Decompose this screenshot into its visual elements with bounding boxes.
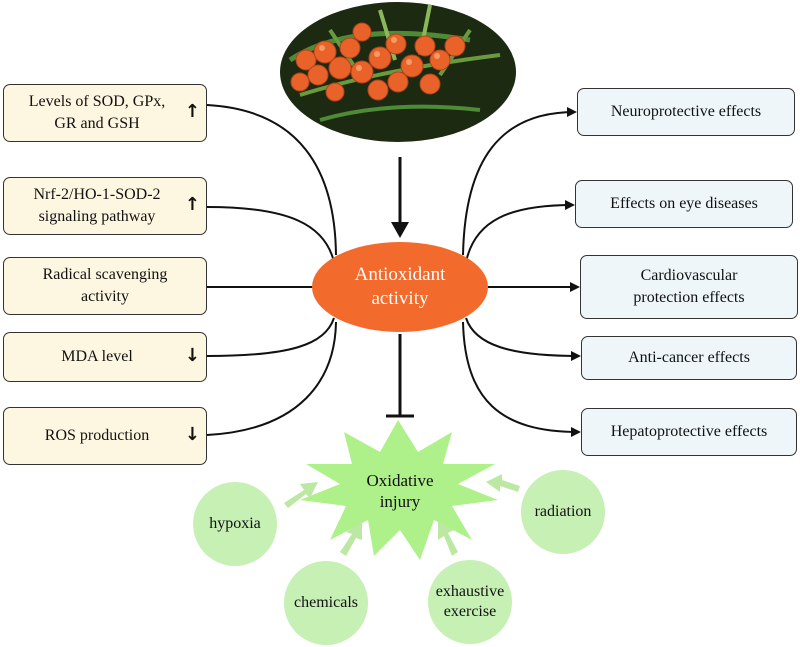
right-box-1-line1: Neuroprotective effects [610,103,762,120]
exhaustive-line2: exercise [443,603,497,620]
right-box-hepatoprotective: Hepatoprotective effects [581,408,797,456]
right-box-cardiovascular: Cardiovascular protection effects [580,255,798,319]
oxidative-burst [300,420,498,560]
cause-hypoxia: hypoxia [193,482,277,566]
exhaustive-line1: exhaustive [435,583,505,600]
sea-buckthorn-image [280,2,516,142]
right-box-3-line1: Cardiovascular [640,267,738,284]
right-box-2-line1: Effects on eye diseases [610,195,758,212]
right-box-eye-diseases: Effects on eye diseases [575,180,793,228]
cause-exhaustive-exercise: exhaustive exercise [428,560,512,644]
down-arrow-icon: ↓ [184,424,200,445]
left-box-3-line2: activity [81,288,129,305]
antioxidant-line1: Antioxidant [354,264,446,285]
right-box-4-line1: Anti-cancer effects [628,349,750,366]
oxidative-injury-label: Oxidative injury [350,470,450,512]
down-arrow-icon: ↓ [184,345,200,366]
left-box-sod-levels: Levels of SOD, GPx, GR and GSH ↑ [3,84,207,142]
left-box-nrf2-pathway: Nrf-2/HO-1-SOD-2 signaling pathway ↑ [3,177,207,235]
left-box-mda-level: MDA level ↓ [3,332,207,382]
left-box-3-line1: Radical scavenging [42,266,168,283]
oxidative-line2: injury [379,492,421,511]
antioxidant-label: Antioxidant activity [312,263,488,311]
left-box-5-line1: ROS production [44,427,150,444]
antioxidant-ellipse [312,242,488,332]
antioxidant-line2: activity [371,288,429,309]
left-box-2-line1: Nrf-2/HO-1-SOD-2 [33,186,161,203]
chemicals-label: chemicals [294,594,358,611]
hypoxia-label: hypoxia [209,515,261,532]
left-box-1-line2: GR and GSH [54,115,140,132]
left-box-ros-production: ROS production ↓ [3,407,207,465]
radiation-label: radiation [534,503,592,520]
right-box-5-line1: Hepatoprotective effects [610,423,768,440]
cause-radiation: radiation [521,470,605,554]
right-box-anti-cancer: Anti-cancer effects [581,336,797,380]
up-arrow-icon: ↑ [184,194,200,215]
left-box-4-line1: MDA level [61,348,133,365]
oxidative-line1: Oxidative [366,471,434,490]
left-box-2-line2: signaling pathway [38,208,156,225]
left-box-radical-scavenging: Radical scavenging activity [3,257,207,315]
left-box-1-line1: Levels of SOD, GPx, [28,93,166,110]
up-arrow-icon: ↑ [184,101,200,122]
right-box-neuroprotective: Neuroprotective effects [577,88,795,136]
right-box-3-line2: protection effects [633,289,745,306]
cause-chemicals: chemicals [284,561,368,645]
